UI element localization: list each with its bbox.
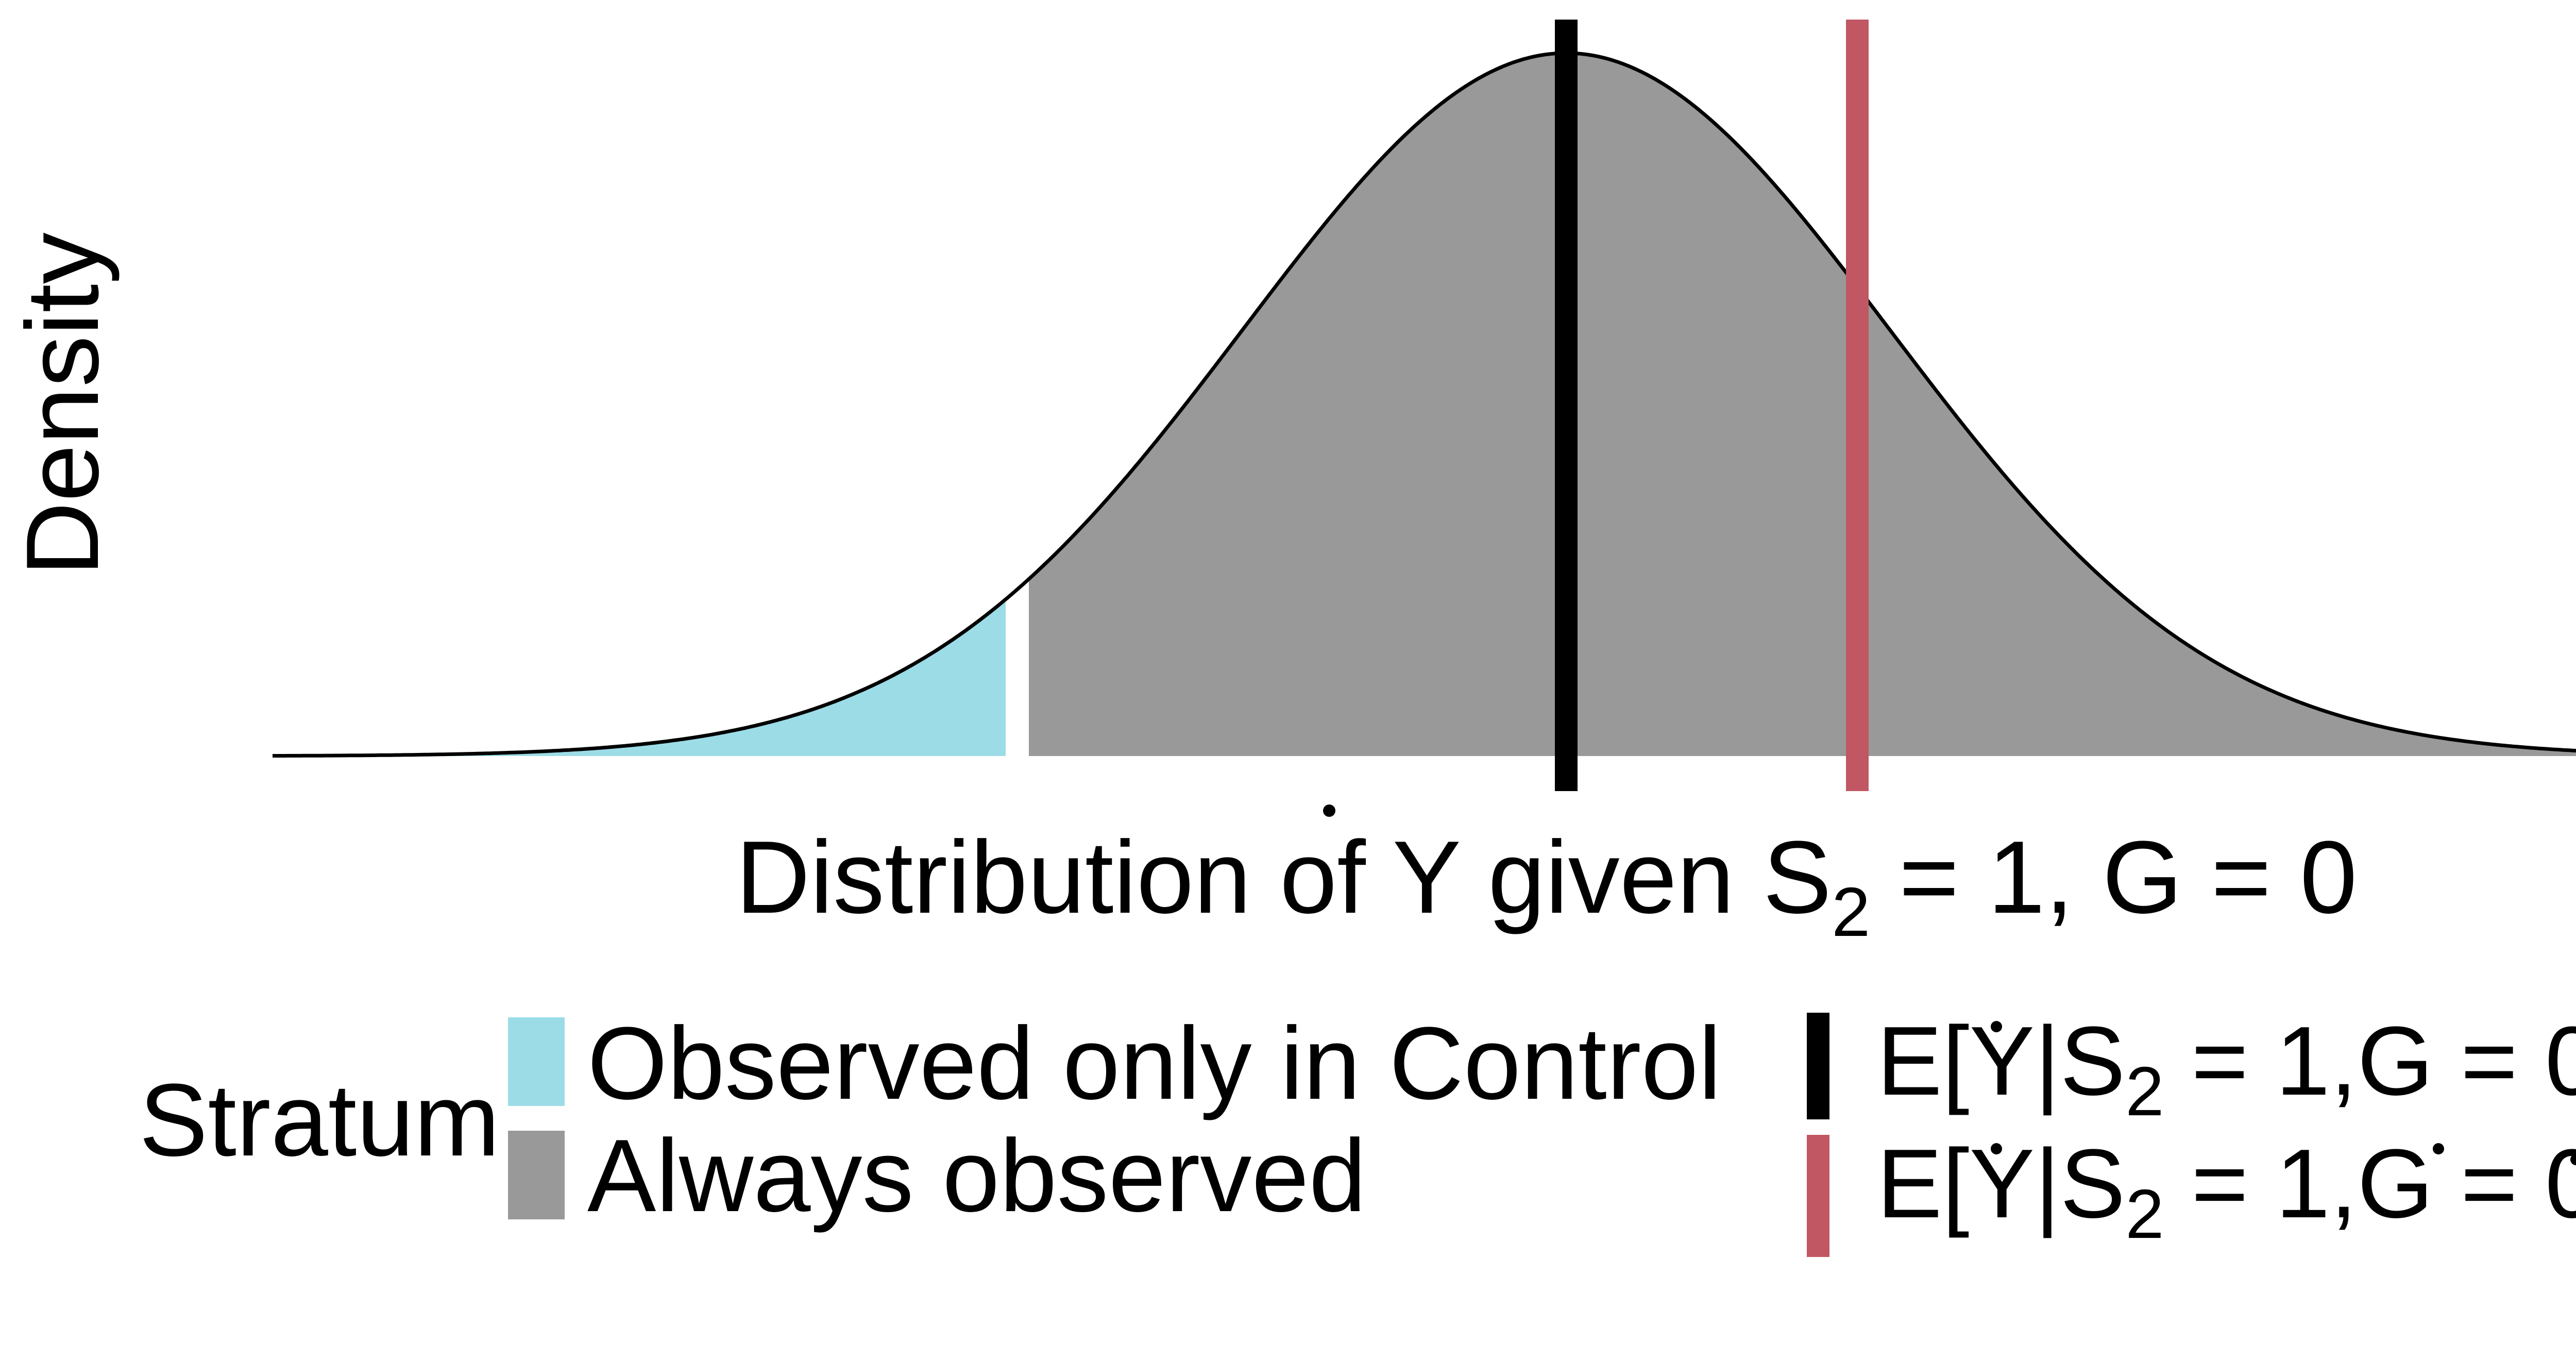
plot-area xyxy=(273,20,2576,791)
truncated-mean-line xyxy=(1846,20,1869,791)
dot-accent-icon xyxy=(1991,1143,2002,1154)
x-axis-title: Distribution of Y given S2 = 1, G = 0 xyxy=(736,804,2357,951)
dot-accent-icon xyxy=(1991,1021,2002,1032)
dot-accent-icon xyxy=(1323,804,1335,817)
legend-key-mean-line xyxy=(1807,1013,1829,1119)
legend-label-observed-only-control: Observed only in Control xyxy=(587,1006,1721,1121)
legend-label-truncated-mean: E[Y|S2 = 1,G = 0,Y ≥ y1−π0] xyxy=(1877,1129,2576,1265)
legend-key-truncated-mean-line xyxy=(1807,1135,1829,1257)
legend-stratum: Stratum Observed only in Control Always … xyxy=(139,1006,1721,1233)
y-axis-title: Density xyxy=(5,232,120,576)
legend-stratum-title: Stratum xyxy=(139,1063,500,1178)
legend-key-always-observed xyxy=(508,1131,565,1219)
mean-line xyxy=(1555,20,1578,791)
legend-label-always-observed: Always observed xyxy=(587,1118,1366,1233)
legend-key-observed-only-control xyxy=(508,1017,565,1106)
legend-lines: E[Y|S2 = 1,G = 0] E[Y|S2 = 1,G = 0,Y ≥ y… xyxy=(1807,1007,2576,1265)
svg-text:Distribution of Y given S2 = 1: Distribution of Y given S2 = 1, G = 0 xyxy=(736,820,2357,951)
dot-accent-icon xyxy=(2433,1143,2444,1154)
dot-accent-icon xyxy=(2570,1154,2576,1165)
area-always-observed xyxy=(1029,53,2576,756)
legend-label-mean: E[Y|S2 = 1,G = 0] xyxy=(1877,1007,2576,1130)
area-observed-only-control xyxy=(273,599,1006,756)
